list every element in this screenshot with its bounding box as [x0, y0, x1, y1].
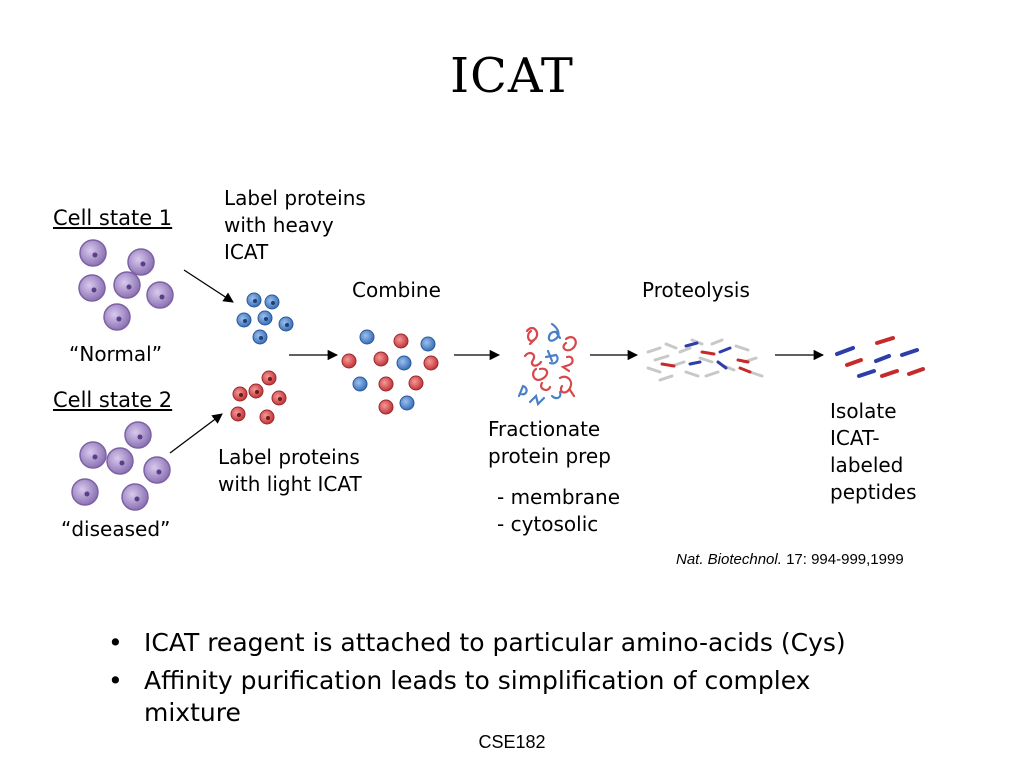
- cell: [103, 303, 131, 331]
- fractionate-caption: Fractionate protein prep: [488, 416, 611, 470]
- label-light-line: with light ICAT: [218, 472, 362, 496]
- fraction-type-item: - cytosolic: [497, 512, 599, 536]
- bullet-text: Affinity purification leads to simplific…: [144, 666, 811, 727]
- cell-state-2-label: Cell state 2: [53, 388, 173, 412]
- isolate-line: peptides: [830, 480, 917, 504]
- cell: [113, 271, 141, 299]
- light-labeled-proteins: [230, 370, 287, 425]
- slide-title: ICAT: [450, 48, 574, 104]
- cell-state-2-cells: [71, 421, 171, 511]
- cell-state-1-cells: [78, 239, 174, 331]
- label-light-line: Label proteins: [218, 445, 360, 469]
- cell: [106, 447, 134, 475]
- citation-ref: 17: 994-999,1999: [781, 551, 904, 568]
- cell: [124, 421, 152, 449]
- label-heavy-caption: Label proteins with heavy ICAT: [224, 185, 366, 266]
- bullet-list: • ICAT reagent is attached to particular …: [108, 627, 908, 735]
- cell: [127, 248, 155, 276]
- cell: [71, 478, 99, 506]
- cell: [78, 274, 106, 302]
- label-heavy-line: with heavy: [224, 213, 334, 237]
- fraction-type-item: - membrane: [497, 485, 620, 509]
- isolate-caption: Isolate ICAT- labeled peptides: [830, 398, 917, 506]
- cell: [146, 281, 174, 309]
- cell: [121, 483, 149, 511]
- combine-label: Combine: [352, 278, 441, 302]
- cell: [143, 456, 171, 484]
- label-heavy-line: ICAT: [224, 240, 269, 264]
- isolate-line: ICAT-: [830, 426, 880, 450]
- arrow-state2-to-light: [169, 413, 223, 454]
- citation: Nat. Biotechnol. 17: 994-999,1999: [676, 551, 904, 568]
- proteolysis-peptides: [646, 338, 764, 382]
- normal-label: “Normal”: [69, 342, 163, 366]
- citation-journal: Nat. Biotechnol.: [676, 551, 782, 568]
- cell: [79, 441, 107, 469]
- label-heavy-line: Label proteins: [224, 186, 366, 210]
- bullet-symbol: •: [108, 628, 123, 657]
- isolated-peptides: [835, 336, 925, 378]
- cell-state-1-label: Cell state 1: [53, 206, 173, 230]
- bullet-item: • Affinity purification leads to simplifi…: [108, 665, 908, 729]
- cell: [79, 239, 107, 267]
- bullet-item: • ICAT reagent is attached to particular …: [108, 627, 908, 659]
- combined-proteins: [341, 329, 439, 415]
- bullet-text: ICAT reagent is attached to particular a…: [144, 628, 846, 657]
- heavy-labeled-proteins: [236, 292, 294, 345]
- slide-footer: CSE182: [478, 732, 546, 752]
- fractionated-proteins: [517, 322, 577, 407]
- fractionate-line: protein prep: [488, 444, 611, 468]
- fractionate-line: Fractionate: [488, 417, 601, 441]
- diseased-label: “diseased”: [61, 517, 171, 541]
- bullet-symbol: •: [108, 666, 123, 695]
- isolate-line: labeled: [830, 453, 904, 477]
- arrow-state1-to-heavy: [183, 269, 234, 303]
- proteolysis-label: Proteolysis: [642, 278, 750, 302]
- flow-arrows: [169, 269, 825, 454]
- fraction-types: - membrane - cytosolic: [497, 484, 620, 538]
- label-light-caption: Label proteins with light ICAT: [218, 444, 362, 498]
- isolate-line: Isolate: [830, 399, 897, 423]
